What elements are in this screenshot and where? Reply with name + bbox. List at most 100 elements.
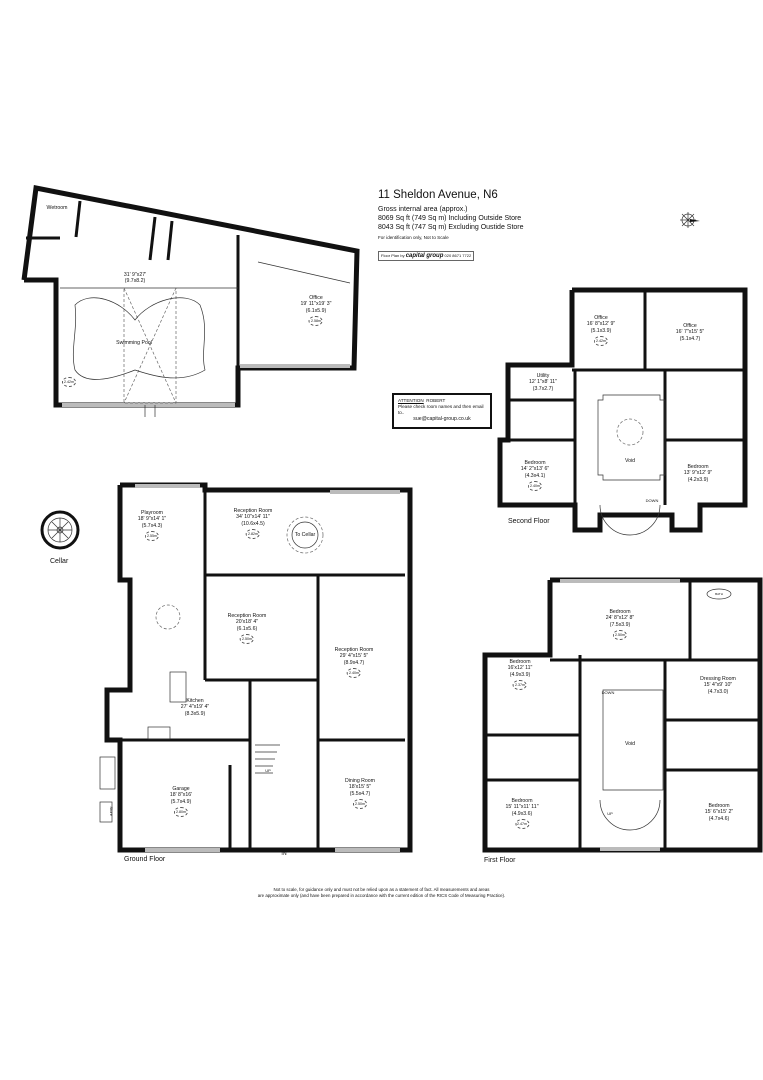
first-floor-plan [482, 577, 763, 853]
room-metric: (7.5x3.9) [609, 621, 631, 628]
room-dims: 31' 9"x27' [123, 272, 147, 278]
room-label: Void [625, 458, 635, 464]
cellar-stair-icon [40, 510, 80, 550]
attention-note: ATTENTION ROBERT Please check room names… [392, 393, 492, 429]
room-name: Office [594, 315, 608, 321]
ceiling-height: 2.47m [515, 819, 529, 830]
compass-rose-icon [680, 212, 700, 228]
room-dims: 24' 8"x12' 8" [605, 615, 635, 622]
room-metric: (9.7x8.2) [124, 278, 146, 285]
room-name: Void [624, 741, 636, 747]
room-dims: 20'x18' 4" [235, 619, 259, 626]
room-name: Bedroom [687, 464, 709, 470]
room-name: Office [683, 323, 697, 329]
room-metric: (5.1x3.9) [590, 327, 612, 334]
ceiling-height: 2.40m [346, 668, 361, 679]
room-label: Wetroom [47, 205, 68, 211]
room-dims: 34' 10"x14' 11" [236, 514, 270, 521]
ceiling-height: 2.37m [512, 680, 527, 691]
ceiling-height: 2.40m [527, 481, 542, 492]
room-name: Bedroom [708, 803, 730, 809]
room-name: Office [309, 295, 323, 301]
room-name: Dressing Room [700, 676, 736, 682]
room-metric: (4.7x3.0) [707, 688, 729, 695]
pool-ceiling-height: 2.42m [62, 377, 76, 387]
identification-note: For identification only, Not to Scale [378, 235, 449, 240]
ceiling-height: 2.50m [612, 630, 627, 641]
room-dims: 12' 1"x8' 11" [528, 379, 558, 386]
ceiling-height: 2.58m [308, 316, 323, 327]
credit-brand-logo: capital group [405, 253, 444, 259]
room-metric: (4.2x3.9) [687, 476, 709, 483]
room-dims: 16' 7"x15' 5" [675, 329, 705, 336]
disclaimer-line-1: Not to scale, for guidance only and must… [273, 887, 490, 892]
basement-plan [21, 185, 360, 417]
room-dims: 15' 4"x9' 10" [703, 682, 733, 689]
room-metric: (5.7x4.3) [141, 522, 163, 529]
ground-floor-label: Ground Floor [124, 856, 166, 863]
room-dims: 16' 8"x12' 9" [586, 321, 616, 328]
second-floor-down-label: DOWN [645, 498, 659, 503]
credit-phone: 020 8671 7722 [444, 253, 472, 258]
first-floor-down-label: DOWN [601, 690, 615, 695]
room-name: Garage [172, 786, 190, 792]
room-name: Bedroom [609, 609, 631, 615]
credit-prefix: Floor Plan by [381, 253, 405, 258]
first-floor-up-label: UP [607, 811, 613, 816]
room-label: Void [625, 741, 635, 747]
room-dims: 18' 8"x16' [169, 792, 193, 799]
room-metric: (4.9x3.6) [511, 810, 533, 817]
area-including-outside-store: 8069 Sq ft (749 Sq m) Including Outside … [378, 215, 522, 222]
ceiling-height: 2.80m [173, 807, 188, 818]
room-metric: (6.1x5.6) [236, 625, 258, 632]
room-metric: (3.7x2.7) [532, 385, 554, 392]
room-dims: 14' 2"x13' 6" [520, 466, 550, 473]
room-dims: 29' 4"x15' 5" [339, 653, 369, 660]
first-floor-label: First Floor [484, 857, 516, 864]
attention-email[interactable]: sue@capital-group.co.uk [413, 416, 471, 422]
to-cellar-label: To Cellar [294, 532, 316, 538]
room-name: Playroom [141, 510, 163, 516]
second-floor-plan [497, 287, 748, 536]
room-metric: (5.5x4.7) [349, 790, 371, 797]
stairs-up-label: UP [265, 768, 271, 773]
entrance-label: IN [281, 851, 287, 857]
room-label: Swimming Pool [116, 340, 152, 346]
gross-area-label: Gross internal area (approx.) [378, 206, 468, 213]
room-metric: (8.3x5.9) [184, 710, 206, 717]
room-name: Bedroom [509, 659, 531, 665]
room-name: Wetroom [46, 205, 68, 211]
room-metric: (5.7x4.9) [170, 798, 192, 805]
second-floor-label: Second Floor [508, 518, 550, 525]
room-name: Kitchen [186, 698, 204, 704]
room-name: Bedroom [524, 460, 546, 466]
room-dims: 19' 11"x19' 3" [300, 301, 332, 308]
room-dims: 18'x15' 5" [348, 784, 372, 791]
room-name: Bedroom [511, 798, 533, 804]
room-dims: 15' 11"x11' 11" [505, 804, 539, 811]
room-name: Reception Room [334, 647, 374, 653]
room-metric: (8.9x4.7) [343, 659, 365, 666]
outside-store-label: Outside Store [118, 755, 124, 781]
room-metric: (4.3x4.1) [524, 472, 546, 479]
attention-message: Please check room names and then email t… [398, 404, 484, 415]
room-dims: 18' 9"x14' 1" [137, 516, 167, 523]
property-title: 11 Sheldon Avenue, N6 [378, 189, 498, 201]
room-metric: (6.1x5.9) [305, 307, 327, 314]
ceiling-height: 2.82m [245, 529, 260, 540]
